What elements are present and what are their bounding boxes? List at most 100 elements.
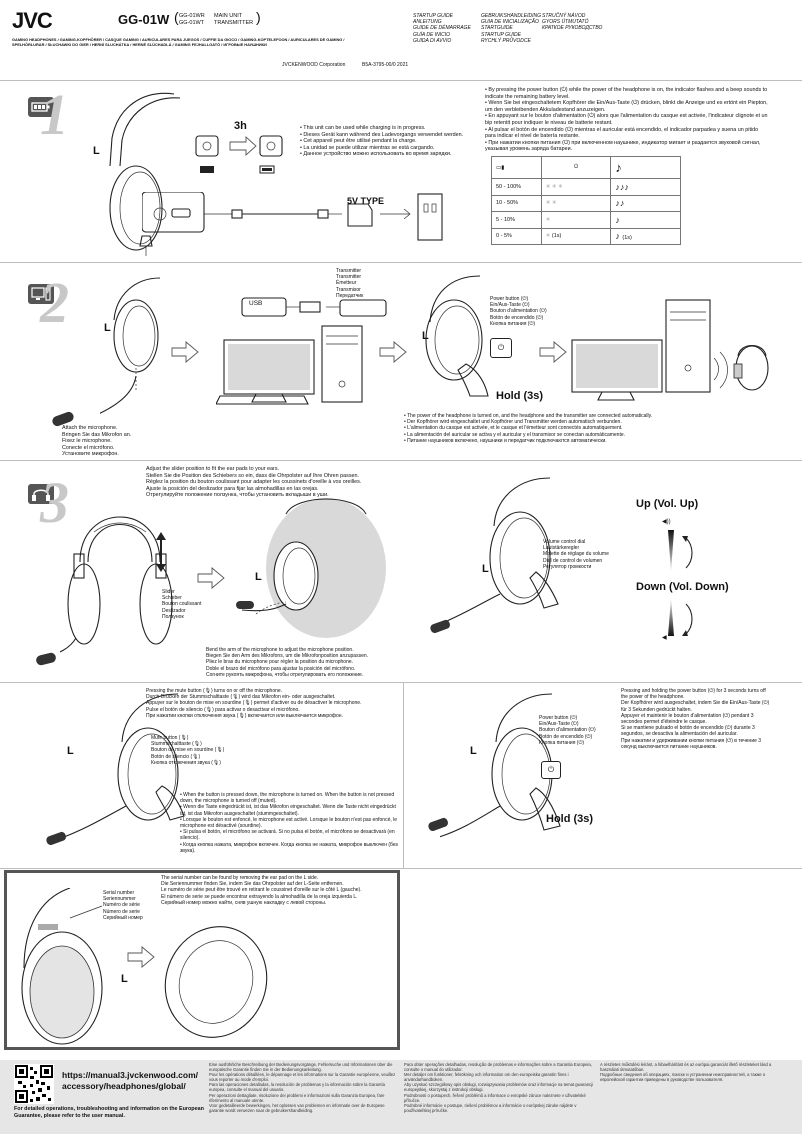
url-line[interactable]: https://manual3.jvckenwood.com/ [62, 1070, 199, 1080]
label-line: Botón de encendido (⏻) [539, 733, 593, 740]
microphone-tip-icon [46, 831, 66, 845]
table-row: 50 - 100% ✳ ✳ ✳ ♪♪♪ [491, 178, 681, 196]
label-line: Bouton d'alimentation (⏻) [490, 308, 547, 315]
battery-level: 0 - 5% [491, 227, 542, 245]
translation-line: Per operazioni dettagliate, risoluzione … [209, 1092, 385, 1103]
side-label-left: L [255, 571, 262, 583]
beep-pattern: ♪♪ [610, 194, 681, 212]
translation-line: A részletes működési leírást, a hibaelhá… [600, 1062, 772, 1073]
table-row: 0 - 5% ✳ (1s) ♪ (1s) [491, 227, 681, 245]
headphone-front-illustration [60, 516, 173, 653]
label-line: Numéro de série [103, 902, 140, 909]
beep-pattern: ♪ [610, 211, 681, 229]
guide-title: GUIDE DE DÉMARRAGE [413, 25, 471, 32]
divider [403, 682, 404, 868]
variant-2: GG-01WT [179, 19, 205, 26]
note-line: Cet appareil peut être utilisé pendant l… [300, 138, 470, 145]
note-line: Appuyer et maintenir le bouton d'aliment… [621, 712, 754, 726]
note-line: Согните рукоять микрофона, чтобы отрегул… [206, 671, 364, 678]
guide-title: ANLEITUNG [413, 19, 442, 26]
label-line: Кнопка отключения звука (🎙) [151, 759, 221, 766]
guide-titles-1: STARTUP GUIDE ANLEITUNG GUIDE DE DÉMARRA… [413, 13, 471, 44]
note-line: При нажатии и удерживании кнопки питания… [621, 737, 762, 750]
wall-outlet-icon [417, 193, 443, 241]
arrow-right-icon [379, 341, 407, 363]
note-line: Adjust the slider position to fit the ea… [146, 466, 280, 472]
label-line: Lautstärkeregler [543, 545, 580, 552]
note-line: Pliez le bras du microphone pour régler … [206, 659, 354, 666]
side-label-left: L [104, 322, 111, 334]
guide-title: STARTUP GUIDE [481, 31, 521, 38]
speaker-up-icon: ◀)) [662, 519, 671, 525]
power-button-icon [259, 135, 283, 157]
model-number: GG-01W [118, 12, 170, 27]
mute-intro-text: Pressing the mute button (🎙) turns on or… [146, 688, 406, 719]
beep-pattern: ♪ [615, 231, 620, 242]
side-label-left: L [470, 745, 477, 757]
guide-titles-3: STRUČNÝ NÁVOD GYORS ÚTMUTATÓ КРАТКОЕ РУК… [542, 13, 602, 32]
side-label-left: L [121, 973, 128, 985]
label-line: Botón de silencio (🎙) [151, 753, 201, 760]
microphone-tip-icon [428, 817, 448, 831]
note-line: Le numéro de série peut être trouvé en r… [161, 887, 362, 894]
note-line: El número de serie se puede encontrar ex… [161, 893, 358, 900]
slider-adjust-text: Adjust the slider position to fit the ea… [146, 466, 396, 499]
manual-url[interactable]: https://manual3.jvckenwood.com/ accessor… [62, 1070, 198, 1092]
label-line: Bouton d'alimentation (⏻) [539, 727, 596, 734]
translation-line: Podrobnosti o postupech, řešení problémů… [404, 1092, 586, 1103]
note-line: Durch Drücken der Stummschalttaste (🎙) w… [146, 694, 336, 701]
label-line: Serial number [103, 890, 135, 896]
microphone-tip-icon [52, 411, 74, 427]
guide-titles-2: GEBRUIKSHANDLEIDING GUIA DE INICIALIZAÇÃ… [481, 13, 541, 44]
power-button-icon [195, 135, 219, 157]
translation-line: Voor gedetailleerde bewerkingen, het opl… [209, 1102, 385, 1113]
note-line: Fixez le microphone. [62, 438, 112, 445]
label-line: Schieber [162, 595, 182, 602]
label-line: Transmisor [336, 286, 361, 293]
user-manual-note: For detailed operations, troubleshooting… [14, 1106, 204, 1119]
arrow-right-icon [539, 341, 567, 363]
guide-title: GUIA DE INICIALIZAÇÃO [481, 19, 539, 26]
label-line: Bouton de mise en sourdine (🎙) [151, 747, 225, 754]
label-line: Stummschalttaste (🎙) [151, 741, 202, 748]
part-main-unit: MAIN UNIT [214, 13, 243, 19]
note-line: Когда кнопка нажата, микрофон включен. К… [180, 842, 398, 854]
note-line: Dieses Gerät kann während des Ladevorgan… [300, 132, 470, 139]
note-line: Wenn die Taste eingedrückt ist, ist das … [180, 804, 398, 816]
note-line: Питание наушников включено, наушники и п… [404, 438, 704, 444]
label-line: Transmitter [336, 274, 362, 281]
model-parts: MAIN UNIT TRANSMITTER ) [214, 9, 261, 26]
volume-up-label: Up (Vol. Up) [636, 498, 699, 510]
label-line: Volume control dial [543, 539, 586, 545]
guide-title: STARTUP GUIDE [413, 13, 453, 19]
transmitter-label: Transmitter Transmitter Émetteur Transmi… [336, 268, 363, 299]
note-line: Pulse el botón de silencio (🎙) para acti… [146, 706, 300, 713]
arrow-right-icon [229, 135, 257, 157]
label-line: Power button (⏻) [539, 715, 578, 721]
pc-tower-icon [321, 325, 363, 403]
note-line: Réglez la position du bouton coulissant … [146, 479, 362, 486]
slider-direction-arrow-icon [156, 532, 166, 572]
serial-intro-text: The serial number can be found by removi… [161, 875, 396, 906]
charge-time: 3h [234, 120, 247, 132]
mute-button-illustration [60, 693, 185, 840]
guide-title: GUIDA DI AVVIO [413, 37, 452, 44]
translation-line: Mer detaljer om funktioner, felsökning o… [404, 1072, 569, 1083]
note-line: Die Seriennummer finden Sie, indem Sie d… [161, 881, 344, 888]
beep-pattern: ♪♪♪ [610, 178, 681, 196]
note-line: Wenn Sie bei eingeschaltetem Kopfhörer d… [485, 100, 770, 113]
document-code: B5A-3795-00/0 2021 [362, 62, 409, 68]
guide-title: GUÍA DE INICIO [413, 31, 451, 38]
url-line[interactable]: accessory/headphones/global/ [62, 1081, 186, 1091]
mic-position-text: Bend the arm of the microphone to adjust… [206, 647, 416, 678]
brand-logo: JVC [12, 8, 53, 33]
guide-title: GYORS ÚTMUTATÓ [542, 19, 589, 26]
note-line: L'alimentation du casque est activée, et… [404, 425, 704, 431]
serial-number-sticker [38, 924, 58, 930]
mute-button-label: Mute button (🎙) Stummschalttaste (🎙) Bou… [151, 735, 224, 766]
subtitle-line-2: SPELHÖRLURAR / SŁUCHAWKI DO GIER / HERNÍ… [12, 42, 267, 47]
subtitle: GAMING HEADPHONES / GAMING-KOPFHÖRER / C… [12, 37, 402, 47]
beep-icon: ♪ [610, 156, 681, 179]
side-label-left: L [67, 745, 74, 757]
connection-note: The power of the headphone is turned on,… [404, 413, 704, 444]
